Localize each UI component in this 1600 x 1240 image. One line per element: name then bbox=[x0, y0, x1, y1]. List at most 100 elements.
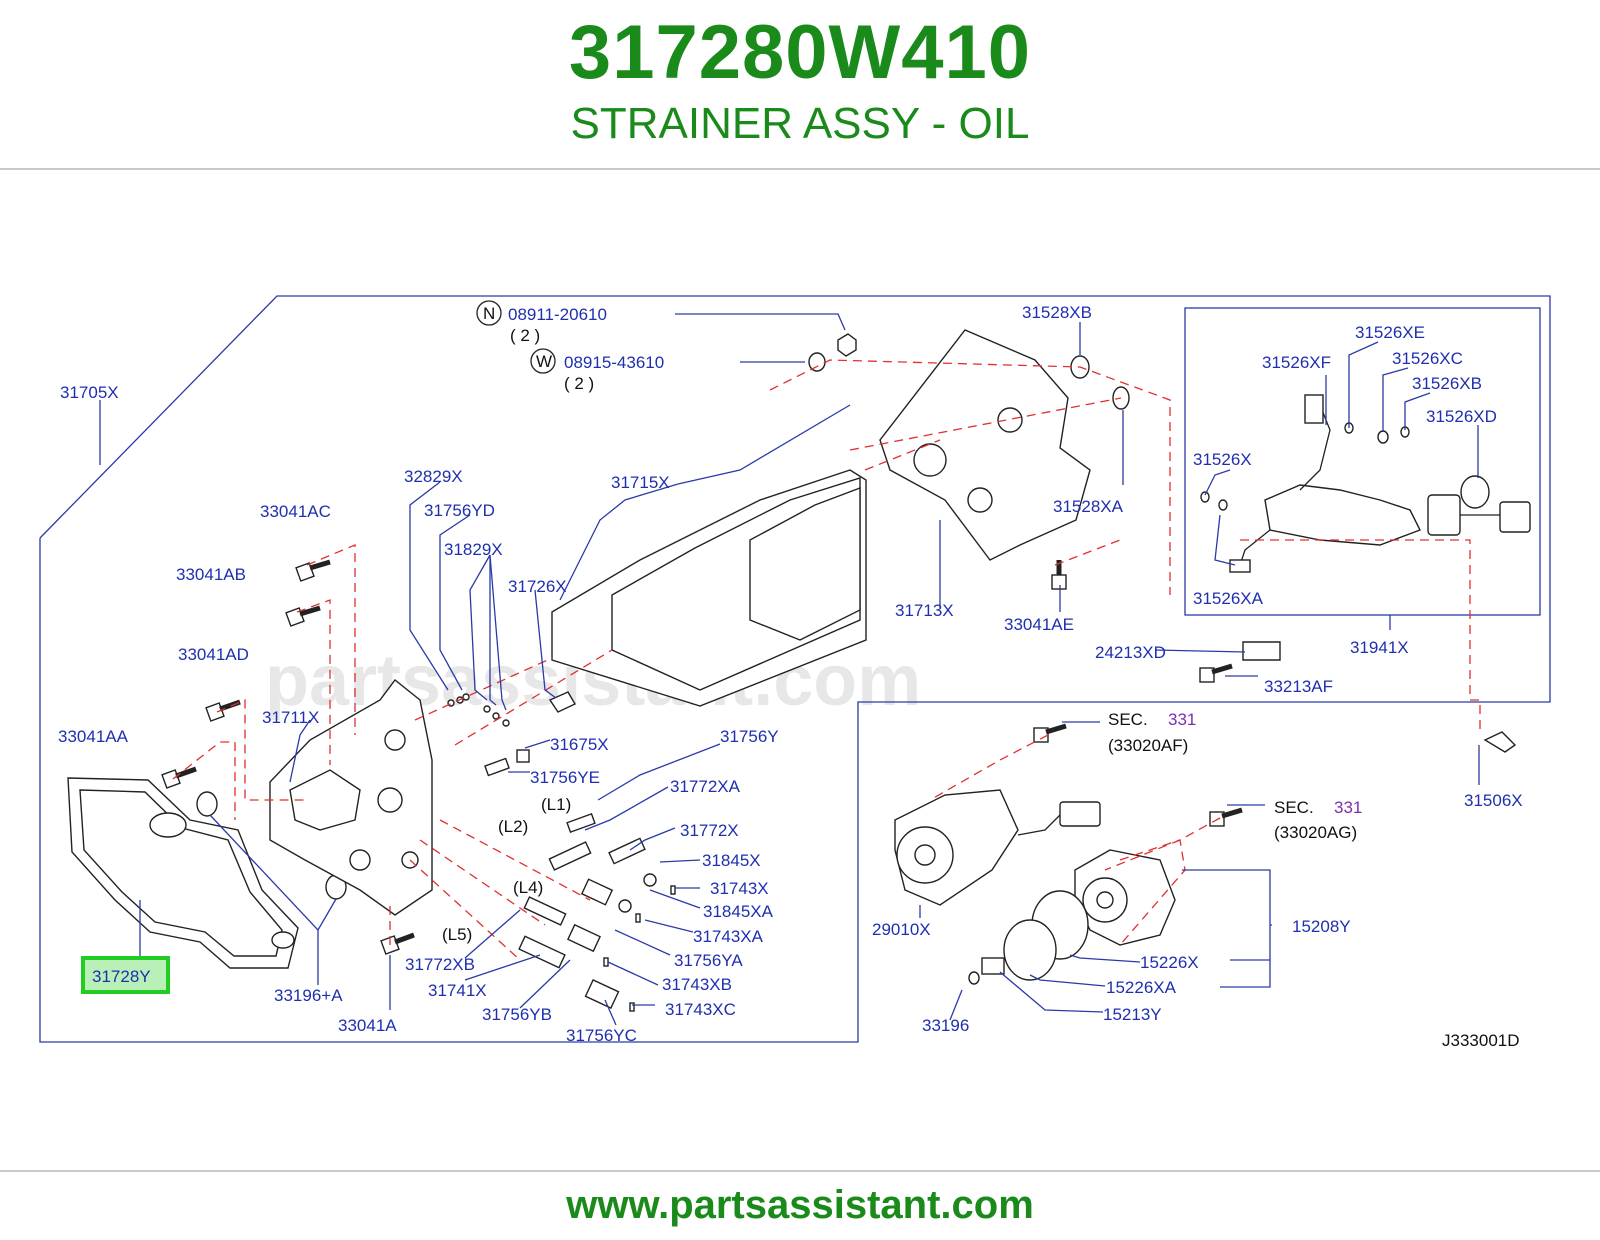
n-symbol-icon bbox=[476, 300, 502, 326]
label-l4: (L4) bbox=[513, 878, 543, 897]
label-33213af[interactable]: 33213AF bbox=[1264, 677, 1333, 696]
label-31526xd[interactable]: 31526XD bbox=[1426, 407, 1497, 426]
assembly-frame bbox=[39, 295, 1551, 1043]
harness-frame bbox=[1184, 307, 1541, 616]
label-l5: (L5) bbox=[442, 925, 472, 944]
label-08911-20610[interactable]: 08911-20610 bbox=[508, 305, 607, 324]
label-31715x[interactable]: 31715X bbox=[611, 473, 670, 492]
label-08915-43610[interactable]: 08915-43610 bbox=[564, 353, 664, 372]
wire-harness-part bbox=[1229, 394, 1531, 573]
label-sec-1-number[interactable]: 331 bbox=[1168, 710, 1196, 729]
label-31526xc[interactable]: 31526XC bbox=[1392, 349, 1463, 368]
label-31726x[interactable]: 31726X bbox=[508, 577, 567, 596]
footer-divider bbox=[0, 1170, 1600, 1172]
label-29010x[interactable]: 29010X bbox=[872, 920, 931, 939]
label-33196[interactable]: 33196 bbox=[922, 1016, 969, 1035]
label-15226xa[interactable]: 15226XA bbox=[1106, 978, 1177, 997]
harness-grommet-part bbox=[1460, 475, 1490, 509]
label-31829x[interactable]: 31829X bbox=[444, 540, 503, 559]
label-33041aa[interactable]: 33041AA bbox=[58, 727, 129, 746]
label-sec-2-ref: (33020AG) bbox=[1274, 823, 1357, 842]
nut-part bbox=[837, 333, 857, 357]
label-l2: (L2) bbox=[498, 817, 528, 836]
diagram-code: J333001D bbox=[1442, 1031, 1520, 1050]
label-31526xa[interactable]: 31526XA bbox=[1193, 589, 1264, 608]
label-31743x[interactable]: 31743X bbox=[710, 879, 769, 898]
label-sec-2: SEC. bbox=[1274, 798, 1314, 817]
filter-part bbox=[548, 691, 576, 713]
pump-seal-part bbox=[1003, 919, 1057, 981]
pump-part bbox=[1074, 849, 1176, 946]
label-31743xc[interactable]: 31743XC bbox=[665, 1000, 736, 1019]
label-15213y[interactable]: 15213Y bbox=[1103, 1005, 1162, 1024]
o-ring-part-8 bbox=[968, 971, 980, 985]
label-33041ae[interactable]: 33041AE bbox=[1004, 615, 1074, 634]
label-32829x[interactable]: 32829X bbox=[404, 467, 463, 486]
label-33041a[interactable]: 33041A bbox=[338, 1016, 397, 1035]
label-31756ye[interactable]: 31756YE bbox=[530, 768, 600, 787]
header-divider bbox=[0, 168, 1600, 170]
label-15226x[interactable]: 15226X bbox=[1140, 953, 1199, 972]
label-31526xf[interactable]: 31526XF bbox=[1262, 353, 1331, 372]
label-31756yd[interactable]: 31756YD bbox=[424, 501, 495, 520]
label-24213xd[interactable]: 24213XD bbox=[1095, 643, 1166, 662]
label-31675x[interactable]: 31675X bbox=[550, 735, 609, 754]
label-31772xb[interactable]: 31772XB bbox=[405, 955, 475, 974]
plug-part bbox=[981, 957, 1005, 975]
highlighted-part-box bbox=[81, 956, 170, 994]
motor-part bbox=[894, 789, 1101, 906]
label-33041ad[interactable]: 33041AD bbox=[178, 645, 249, 664]
part-number-title: 317280W410 bbox=[568, 10, 1032, 95]
label-31528xa[interactable]: 31528XA bbox=[1053, 497, 1124, 516]
oil-strainer-part bbox=[67, 777, 299, 969]
washer-part bbox=[808, 352, 826, 372]
o-ring-part-7 bbox=[1218, 499, 1228, 511]
label-31728y[interactable]: 31728Y bbox=[92, 967, 151, 986]
valve-spring-parts bbox=[484, 757, 657, 1010]
label-31845xa[interactable]: 31845XA bbox=[703, 902, 774, 921]
label-31741x[interactable]: 31741X bbox=[428, 981, 487, 1000]
label-31743xb[interactable]: 31743XB bbox=[662, 975, 732, 994]
label-31756yc[interactable]: 31756YC bbox=[566, 1026, 637, 1045]
label-33196-a[interactable]: 33196+A bbox=[274, 986, 343, 1005]
label-31772x[interactable]: 31772X bbox=[680, 821, 739, 840]
pin-parts bbox=[447, 693, 676, 1012]
o-ring-part bbox=[196, 791, 218, 817]
separator-plates-part bbox=[551, 469, 867, 707]
label-sec-1-ref: (33020AF) bbox=[1108, 736, 1188, 755]
label-31711x[interactable]: 31711X bbox=[262, 708, 319, 727]
part-name-subtitle: STRAINER ASSY - OIL bbox=[570, 99, 1030, 148]
label-31743xa[interactable]: 31743XA bbox=[693, 927, 764, 946]
label-sec-2-number[interactable]: 331 bbox=[1334, 798, 1362, 817]
w-symbol-text: W bbox=[536, 352, 552, 371]
label-31506x[interactable]: 31506X bbox=[1464, 791, 1523, 810]
label-31772xa[interactable]: 31772XA bbox=[670, 777, 741, 796]
page-header: 317280W410 STRAINER ASSY - OIL bbox=[0, 0, 1600, 170]
label-33041ab[interactable]: 33041AB bbox=[176, 565, 246, 584]
label-33041ac[interactable]: 33041AC bbox=[260, 502, 331, 521]
label-31756yb[interactable]: 31756YB bbox=[482, 1005, 552, 1024]
label-31845x[interactable]: 31845X bbox=[702, 851, 761, 870]
label-l1: (L1) bbox=[541, 795, 571, 814]
label-31526xe[interactable]: 31526XE bbox=[1355, 323, 1425, 342]
label-sec-1: SEC. bbox=[1108, 710, 1148, 729]
label-31528xb[interactable]: 31528XB bbox=[1022, 303, 1092, 322]
label-08915-qty: ( 2 ) bbox=[564, 374, 594, 393]
label-15208y[interactable]: 15208Y bbox=[1292, 917, 1351, 936]
footer-website-link[interactable]: www.partsassistant.com bbox=[566, 1183, 1034, 1227]
upper-valve-body-part bbox=[879, 329, 1091, 561]
o-ring-part-6 bbox=[1200, 491, 1210, 503]
label-31705x[interactable]: 31705X bbox=[60, 383, 119, 402]
w-symbol-icon bbox=[530, 348, 556, 374]
bracket-part bbox=[1242, 641, 1281, 661]
label-31713x[interactable]: 31713X bbox=[895, 601, 954, 620]
label-31526x[interactable]: 31526X bbox=[1193, 450, 1252, 469]
label-31756y[interactable]: 31756Y bbox=[720, 727, 779, 746]
label-31526xb[interactable]: 31526XB bbox=[1412, 374, 1482, 393]
part-labels: 31705X 08911-20610 ( 2 ) 08915-43610 ( 2… bbox=[58, 303, 1523, 1050]
label-31941x[interactable]: 31941X bbox=[1350, 638, 1409, 657]
label-08911-qty: ( 2 ) bbox=[510, 326, 540, 345]
clip-part bbox=[1483, 731, 1517, 753]
o-ring-part-4 bbox=[1377, 430, 1389, 444]
label-31756ya[interactable]: 31756YA bbox=[674, 951, 743, 970]
